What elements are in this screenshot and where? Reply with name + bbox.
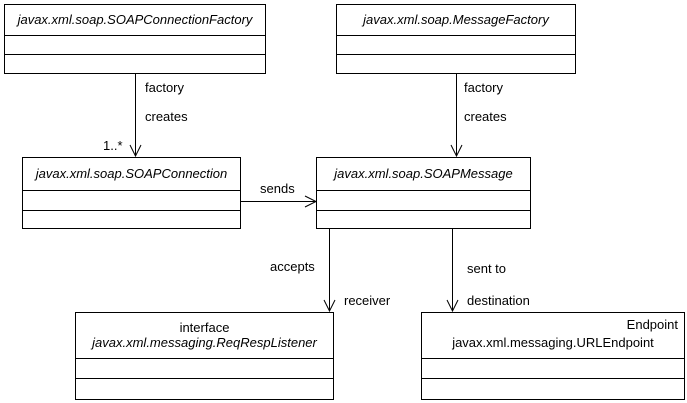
operations-compartment <box>317 210 530 228</box>
label-factory-left: factory <box>145 80 185 95</box>
class-soap-connection-factory[interactable]: javax.xml.soap.SOAPConnectionFactory <box>4 4 266 74</box>
class-name: interface javax.xml.messaging.ReqRespLis… <box>76 313 333 358</box>
label-sent-to: sent to <box>467 261 507 276</box>
class-req-resp-listener[interactable]: interface javax.xml.messaging.ReqRespLis… <box>75 312 334 400</box>
class-name: javax.xml.soap.SOAPMessage <box>334 166 513 181</box>
class-name: Endpoint javax.xml.messaging.URLEndpoint <box>422 313 684 358</box>
operations-compartment <box>76 378 333 398</box>
class-soap-connection[interactable]: javax.xml.soap.SOAPConnection <box>22 157 241 229</box>
arrowhead-connection <box>129 144 142 158</box>
arrowhead-sent-to <box>446 299 459 313</box>
attributes-compartment <box>5 35 265 54</box>
attributes-compartment <box>23 190 240 210</box>
operations-compartment <box>337 54 575 73</box>
superclass-label: Endpoint <box>626 317 678 332</box>
operations-compartment <box>5 54 265 73</box>
label-receiver: receiver <box>344 293 391 308</box>
label-sends: sends <box>260 181 295 196</box>
label-factory-right: factory <box>464 80 504 95</box>
label-accepts: accepts <box>270 259 315 274</box>
class-name: javax.xml.soap.SOAPConnectionFactory <box>17 12 253 27</box>
class-name: javax.xml.soap.MessageFactory <box>363 12 549 27</box>
class-message-factory[interactable]: javax.xml.soap.MessageFactory <box>336 4 576 74</box>
label-destination: destination <box>467 293 530 308</box>
operations-compartment <box>23 210 240 228</box>
stereotype-label: interface <box>179 320 230 335</box>
class-soap-message[interactable]: javax.xml.soap.SOAPMessage <box>316 157 531 229</box>
label-multiplicity: 1..* <box>103 138 123 153</box>
attributes-compartment <box>422 358 684 378</box>
arrowhead-accepts <box>323 299 336 313</box>
attributes-compartment <box>317 190 530 210</box>
class-name: javax.xml.soap.SOAPConnection <box>35 166 228 181</box>
class-url-endpoint[interactable]: Endpoint javax.xml.messaging.URLEndpoint <box>421 312 685 400</box>
attributes-compartment <box>76 358 333 378</box>
label-creates-left: creates <box>145 109 188 124</box>
attributes-compartment <box>337 35 575 54</box>
arrowhead-message <box>450 144 463 158</box>
label-creates-right: creates <box>464 109 507 124</box>
operations-compartment <box>422 378 684 398</box>
